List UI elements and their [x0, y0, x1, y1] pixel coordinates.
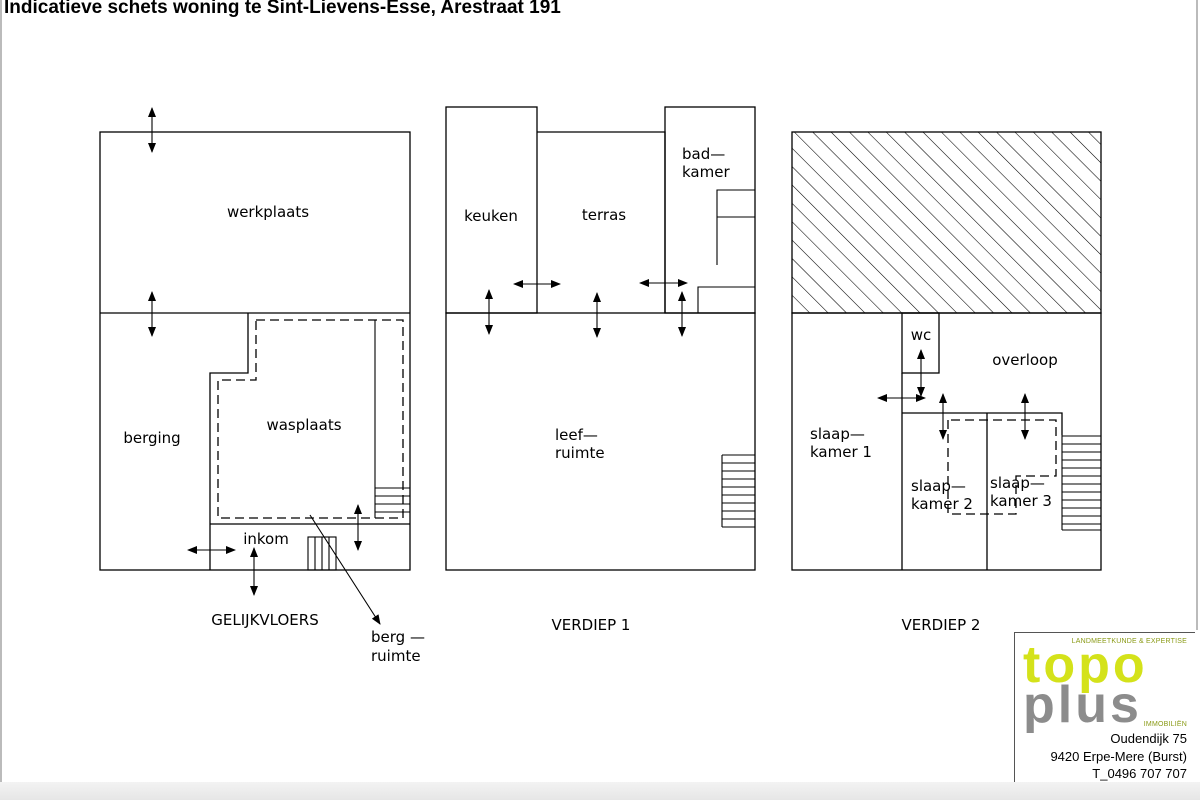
room-label-terras: terras: [582, 206, 626, 224]
dashed-built-in-outline: [947, 419, 1057, 515]
room-label-slaapkamer2-line1: slaap—: [911, 477, 966, 495]
logo-tagline: LANDMEETKUNDE & EXPERTISE: [1071, 638, 1187, 645]
contact-street: Oudendijk 75: [1110, 731, 1187, 746]
room-label-leefruimte-line2: ruimte: [555, 444, 605, 462]
leefruimte-outline: [445, 312, 756, 571]
room-label-slaapkamer2-line2: kamer 2: [911, 495, 973, 513]
bathtub-fixture: [716, 189, 755, 265]
first-floor-stairs: [721, 454, 755, 528]
room-label-keuken: keuken: [464, 207, 518, 225]
floor-plan-first: keuken terras bad— kamer leef— ruimte VE…: [445, 106, 756, 634]
wasplaats-wall: [209, 313, 249, 570]
room-label-bergruimte-line2: ruimte: [371, 647, 421, 665]
page-bottom-edge: [0, 782, 1200, 800]
sink-fixture: [697, 286, 755, 313]
page-title: Indicatieve schets woning te Sint-Lieven…: [4, 0, 561, 18]
contact-phone: T_0496 707 707: [1092, 766, 1187, 781]
leader-arrow-bergruimte: [309, 514, 381, 625]
entrance-steps: [307, 536, 337, 571]
floor-plan-second: wc overloop slaap— kamer 1 slaap— kamer …: [791, 131, 1102, 634]
floor-label-ground: GELIJKVLOERS: [211, 611, 318, 629]
logo-subline: IMMOBILIËN: [1143, 721, 1187, 728]
floor-label-second: VERDIEP 2: [902, 616, 981, 634]
slaapkamers-top-wall: [902, 412, 1063, 435]
room-label-bergruimte-line1: berg —: [371, 628, 425, 646]
room-label-badkamer-line2: kamer: [682, 163, 730, 181]
logo-word-plus: plus: [1023, 676, 1142, 734]
contact-city: 9420 Erpe-Mere (Burst): [1050, 749, 1187, 764]
room-label-wc: wc: [911, 326, 932, 344]
room-label-overloop: overloop: [992, 351, 1058, 369]
logo-word-topo: topo: [1023, 636, 1148, 694]
room-label-slaapkamer3-line1: slaap—: [990, 474, 1045, 492]
ground-stairs: [375, 487, 410, 513]
second-floor-stairs: [1061, 435, 1101, 531]
room-label-inkom: inkom: [243, 530, 289, 548]
room-label-slaapkamer1-line2: kamer 1: [810, 443, 872, 461]
floor-label-first: VERDIEP 1: [552, 616, 631, 634]
company-logo-block: LANDMEETKUNDE & EXPERTISE topo plus IMMO…: [1014, 632, 1195, 785]
ground-outline: [99, 131, 411, 571]
badkamer-outline: [664, 106, 756, 314]
wasplaats-dashed-outline: [217, 319, 404, 519]
room-label-badkamer-line1: bad—: [682, 145, 725, 163]
second-floor-outline: [791, 312, 1102, 571]
room-label-berging: berging: [123, 429, 180, 447]
room-label-werkplaats: werkplaats: [227, 203, 309, 221]
room-label-leefruimte-line1: leef—: [555, 426, 598, 444]
room-label-slaapkamer1-line1: slaap—: [810, 425, 865, 443]
room-label-slaapkamer3-line2: kamer 3: [990, 492, 1052, 510]
roof-hatched-area: [791, 131, 1102, 314]
floor-plan-ground: werkplaats berging wasplaats inkom berg …: [99, 107, 425, 665]
room-label-wasplaats: wasplaats: [266, 416, 341, 434]
